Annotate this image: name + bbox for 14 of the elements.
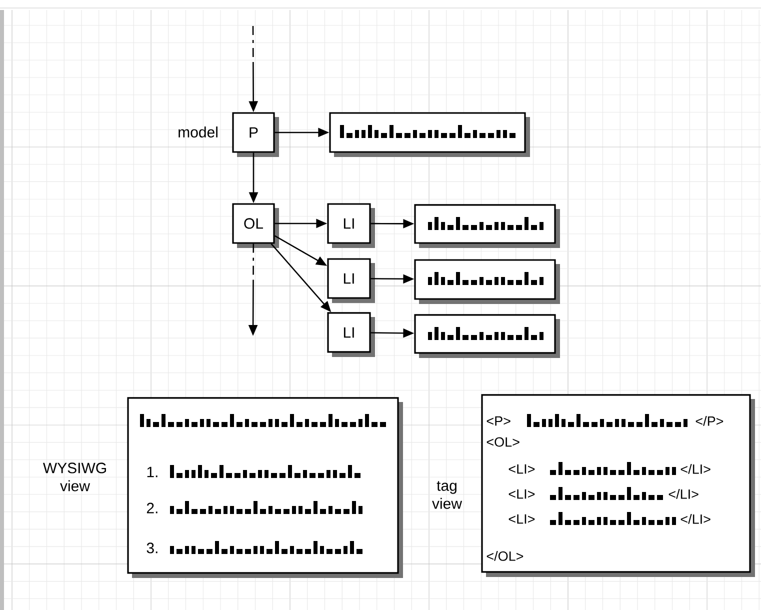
view-box: 1. 2. 3. [127,397,403,578]
text-box [329,112,530,157]
element-box: LI [327,312,375,357]
element-box: P [232,112,279,157]
view-caption: WYSIWG view [43,462,106,492]
view-caption: tag view [432,481,462,509]
tag-box: <P> </P> <OL> <LI> </LI> <LI> </LI> <LI> </LI> </OL> [481,394,755,577]
element-box: OL [232,203,279,248]
text-box [414,259,560,304]
element-box: LI [327,203,375,248]
model-label: model [178,126,218,138]
element-box: LI [327,258,375,303]
text-box [414,204,560,248]
text-box [414,314,560,358]
